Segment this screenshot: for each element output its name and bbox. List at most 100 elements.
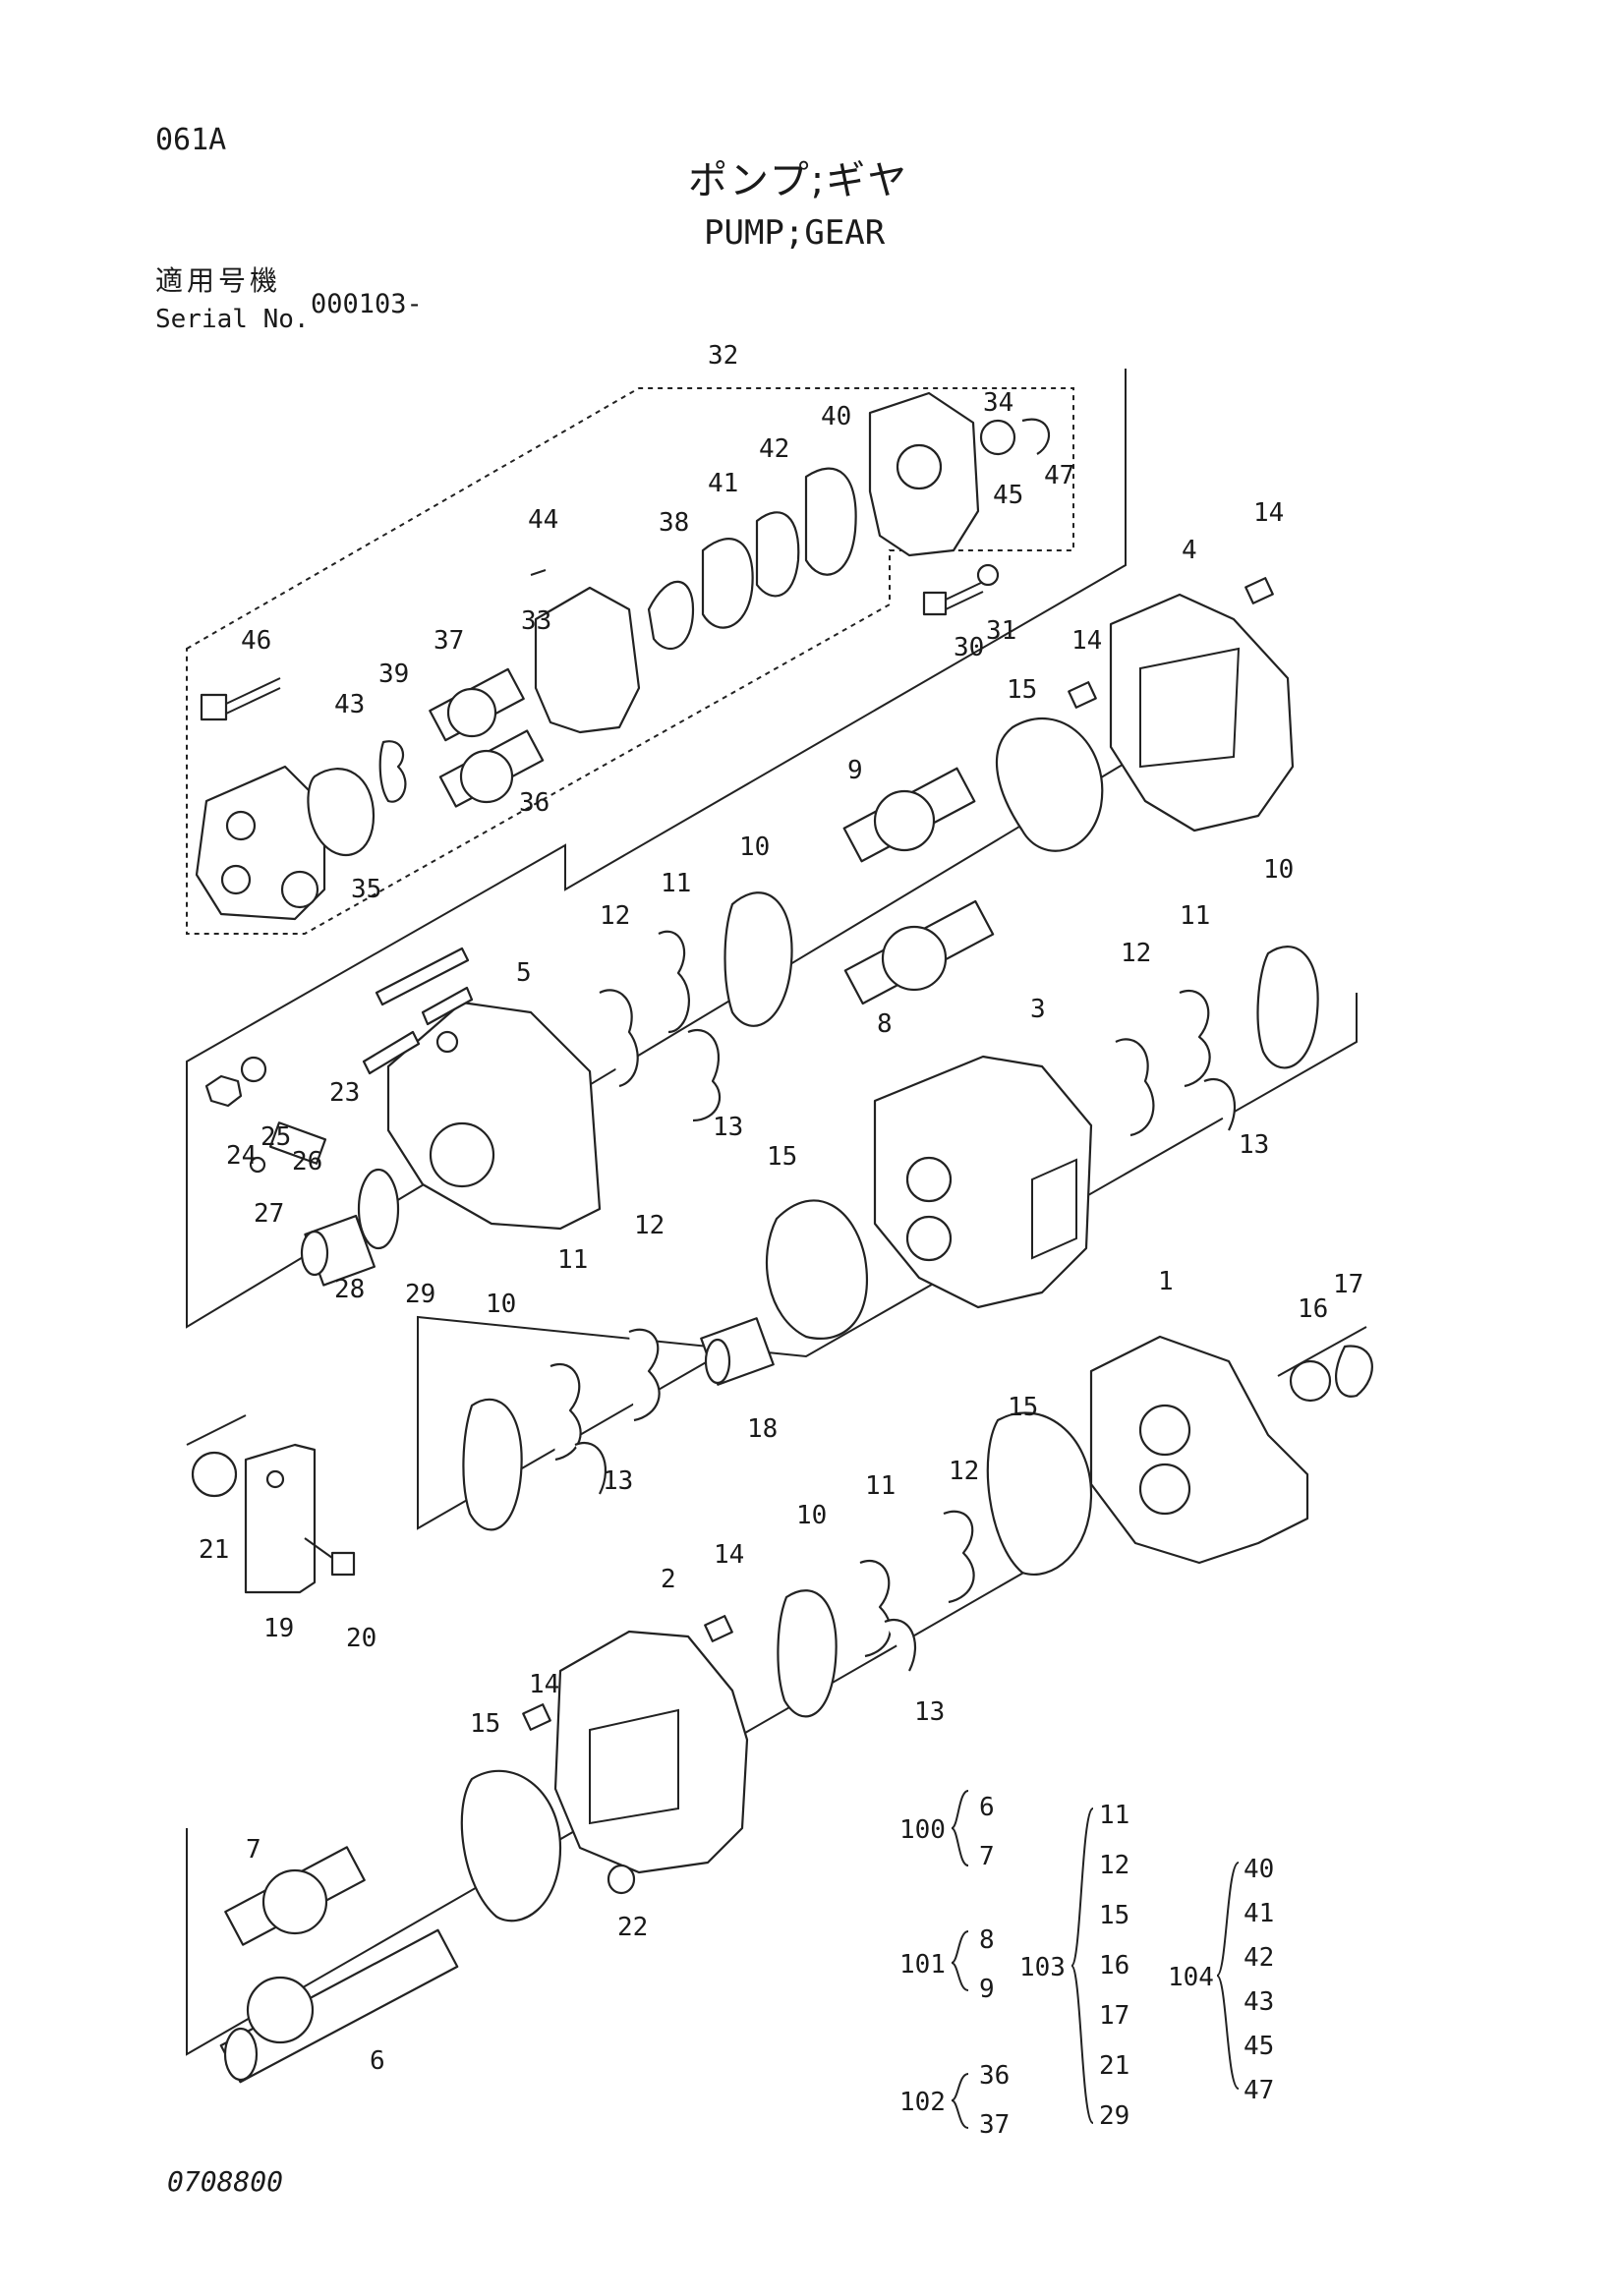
callout-label: 11	[1180, 901, 1210, 931]
callout-label: 3	[1030, 995, 1046, 1024]
callout-label: 39	[378, 660, 409, 689]
callout-label: 1	[1158, 1267, 1174, 1296]
kit-brace	[1070, 1808, 1094, 2124]
drive-shaft-part	[219, 1928, 459, 2084]
callout-label: 15	[767, 1142, 797, 1172]
callout-label: 12	[634, 1211, 665, 1240]
gasket-plate-part	[647, 580, 695, 650]
callout-label: 11	[865, 1471, 896, 1501]
callout-label: 8	[877, 1009, 893, 1039]
subassembly-boundary	[186, 387, 1074, 935]
callout-label: 45	[993, 481, 1023, 510]
callout-label: 42	[759, 434, 789, 464]
kit-part-number: 29	[1099, 2101, 1129, 2131]
callout-label: 24	[226, 1141, 257, 1171]
snap-ring-part	[1021, 418, 1051, 455]
coupling-part	[300, 1214, 376, 1287]
callout-label: 4	[1182, 536, 1197, 565]
seal-ring-part	[460, 1769, 562, 1923]
callout-label: 10	[796, 1501, 827, 1530]
callout-label: 29	[405, 1280, 435, 1309]
callout-label: 46	[241, 626, 271, 656]
kit-part-number: 37	[979, 2110, 1010, 2140]
nut-part	[204, 1074, 243, 1108]
callout-layer: 1234567891010101011111111121212121313131…	[199, 341, 1363, 2076]
gasket-part	[378, 740, 407, 803]
backup-ring-part	[884, 1619, 917, 1672]
callout-label: 26	[292, 1147, 322, 1177]
kit-part-number: 9	[979, 1975, 995, 2004]
callout-label: 28	[334, 1275, 365, 1304]
callout-label: 19	[263, 1614, 294, 1643]
seal-part	[943, 1510, 975, 1604]
drawing-number: 0708800	[167, 2165, 284, 2198]
callout-label: 14	[529, 1670, 559, 1699]
gear-shaft-part	[224, 1846, 366, 1946]
callout-label: 15	[470, 1709, 500, 1739]
callout-label: 9	[847, 756, 863, 785]
callout-label: 37	[434, 626, 464, 656]
dowel-pin-part	[607, 1864, 636, 1895]
seal-part	[628, 1328, 661, 1422]
callout-label: 32	[708, 341, 738, 371]
seal-part	[599, 989, 639, 1088]
kit-part-number: 43	[1244, 1987, 1274, 2017]
callout-label: 36	[519, 788, 550, 818]
callout-label: 11	[557, 1245, 588, 1275]
callout-label: 44	[528, 505, 558, 535]
seal-ring-part	[986, 1411, 1093, 1576]
callout-label: 14	[1253, 498, 1284, 528]
side-plate-part	[1256, 946, 1319, 1069]
callout-label: 12	[1121, 939, 1151, 968]
callout-label: 10	[486, 1290, 516, 1319]
kit-part-number: 12	[1099, 1851, 1129, 1880]
parts-artwork	[186, 369, 1373, 2129]
kit-part-number: 42	[1244, 1943, 1274, 1973]
washer-part	[976, 563, 1000, 587]
callout-label: 13	[1239, 1130, 1269, 1160]
drive-gear-part	[429, 667, 525, 742]
callout-label: 16	[1298, 1294, 1328, 1324]
callout-label: 38	[659, 508, 689, 538]
callout-label: 34	[983, 388, 1013, 418]
seal-part	[1115, 1038, 1155, 1137]
kit-part-number: 45	[1244, 2032, 1274, 2061]
bolt-part	[200, 677, 281, 721]
kit-number: 104	[1168, 1963, 1214, 1992]
backup-ring-part	[859, 1560, 892, 1658]
section-outline	[186, 1326, 1367, 1446]
backup-ring-part	[687, 1029, 722, 1122]
backup-ring-part	[1203, 1078, 1237, 1131]
gear-shaft-part	[842, 767, 976, 863]
callout-label: 10	[1263, 855, 1294, 885]
oil-seal-part	[1289, 1359, 1332, 1403]
callout-label: 6	[370, 2046, 385, 2076]
washer-part	[240, 1056, 267, 1083]
gear-shaft-part	[843, 899, 995, 1005]
callout-label: 31	[986, 616, 1016, 646]
callout-label: 2	[661, 1565, 676, 1594]
side-plate-part	[462, 1398, 523, 1531]
body-section-part	[553, 1630, 749, 1874]
side-plate-part	[777, 1589, 838, 1718]
front-plate-part	[534, 586, 641, 734]
callout-label: 14	[714, 1540, 744, 1570]
title-japanese: ポンプ;ギヤ	[688, 158, 909, 203]
kit-part-number: 21	[1099, 2051, 1129, 2081]
front-housing-part	[386, 1001, 602, 1231]
kit-part-number: 6	[979, 1793, 995, 1822]
bearing-part	[700, 1317, 775, 1386]
callout-label: 10	[739, 832, 770, 862]
callout-label: 13	[713, 1113, 743, 1142]
kit-brace	[951, 1790, 969, 1866]
screw-part	[249, 1156, 266, 1174]
callout-label: 13	[603, 1466, 633, 1496]
callout-label: 14	[1071, 626, 1102, 656]
front-cover-part	[1089, 1335, 1309, 1565]
oil-seal-part	[979, 419, 1016, 456]
stud-part	[375, 947, 470, 1006]
kit-number: 102	[899, 2088, 946, 2117]
title-english: PUMP;GEAR	[704, 213, 886, 253]
callout-label: 41	[708, 469, 738, 498]
seal-ring-part	[995, 717, 1104, 852]
